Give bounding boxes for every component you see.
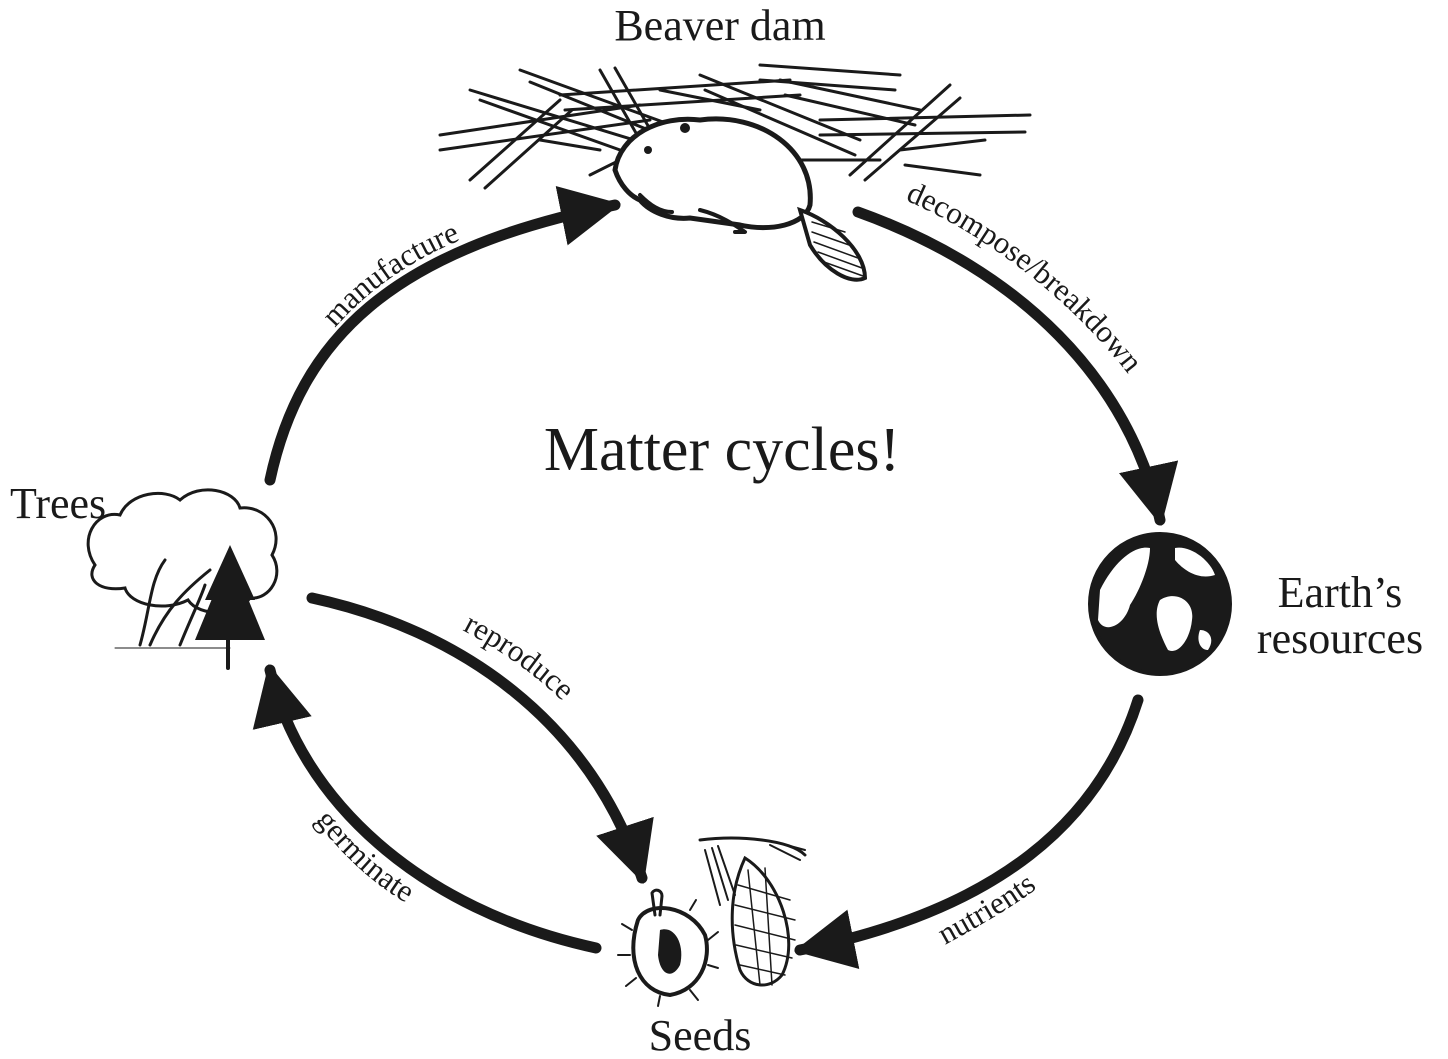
cycle-arrows [252, 186, 1179, 969]
arrow-decompose [852, 206, 1179, 526]
node-label-beaver-dam: Beaver dam [614, 1, 825, 50]
node-label-earth-line2: resources [1257, 614, 1423, 663]
arrow-reproduce [306, 592, 654, 884]
label-decompose: decompose/breakdown [902, 174, 1150, 378]
arrow-nutrients [794, 694, 1144, 969]
arrow-manufacture [264, 186, 621, 486]
label-manufacture: manufacture [314, 214, 463, 332]
arrow-germinate [252, 664, 602, 954]
beaver-icon [612, 116, 868, 282]
label-germinate: germinate [310, 803, 421, 909]
earth-globe-icon [1088, 532, 1232, 676]
seed-icon [617, 888, 719, 1007]
tree-icon [86, 488, 279, 670]
node-label-seeds: Seeds [649, 1011, 752, 1059]
diagram-title: Matter cycles! [544, 416, 900, 484]
node-label-earth-line1: Earth’s [1278, 568, 1403, 617]
node-label-trees: Trees [10, 479, 106, 528]
pine-cone-icon [698, 836, 807, 987]
